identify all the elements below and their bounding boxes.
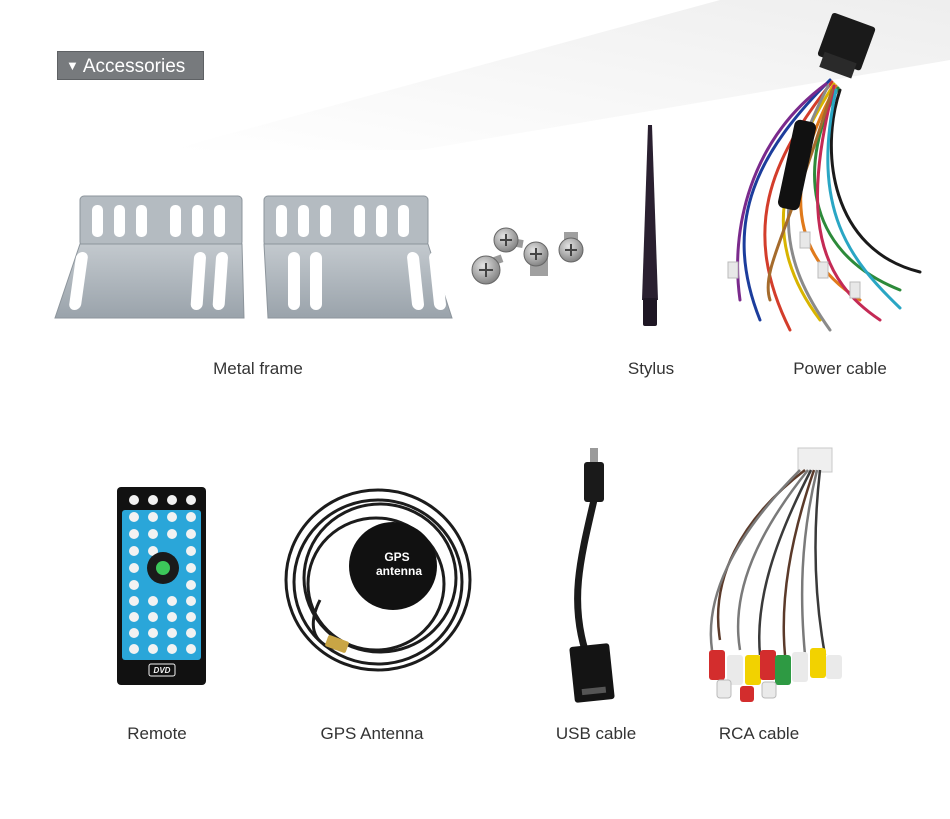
antenna-print-line2: antenna — [376, 564, 422, 578]
remote-label: Remote — [127, 724, 187, 743]
metal-frame-label: Metal frame — [213, 359, 303, 378]
accessories-section-toggle[interactable]: ▼Accessories — [57, 51, 204, 80]
antenna-print-line1: GPS — [384, 550, 409, 564]
gps-antenna-label: GPS Antenna — [320, 724, 424, 743]
rca-cable-label: RCA cable — [718, 724, 800, 743]
power-cable-label: Power cable — [793, 359, 887, 378]
triangle-down-icon: ▼ — [66, 58, 79, 73]
stylus-label: Stylus — [627, 359, 675, 378]
accessories-title: Accessories — [82, 56, 186, 77]
remote-dvd-logo: DVD — [154, 666, 171, 675]
usb-cable-label: USB cable — [555, 724, 637, 743]
